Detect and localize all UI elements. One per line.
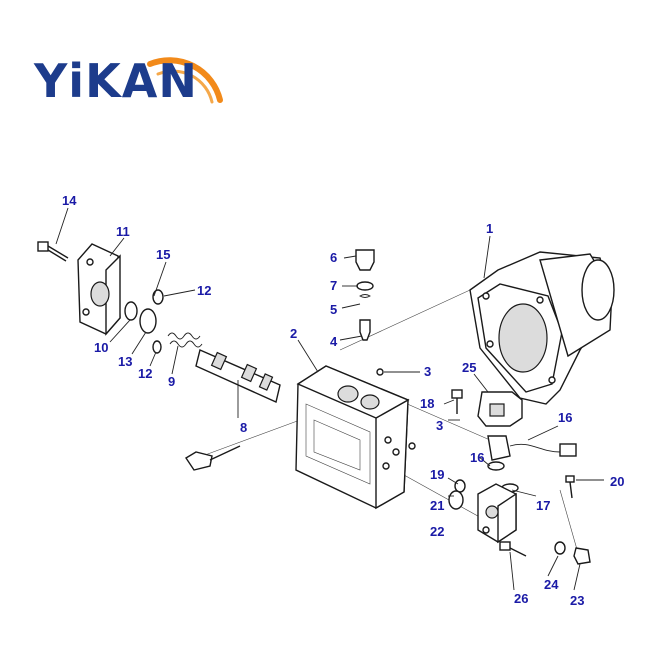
label-24: 24 [544,577,559,592]
leader-lines [55,207,604,591]
label-17: 17 [536,498,550,513]
label-16a: 16 [558,410,572,425]
label-16b: 16 [470,450,484,465]
label-2: 2 [290,326,297,341]
label-18: 18 [420,396,434,411]
label-9: 9 [168,374,175,389]
part-8-spool [185,349,281,471]
label-14: 14 [62,193,77,208]
label-5: 5 [330,302,337,317]
part-18-screw [451,389,463,414]
label-4: 4 [330,334,338,349]
label-21: 21 [430,498,444,513]
label-8: 8 [240,420,247,435]
label-12a: 12 [197,283,211,298]
label-19: 19 [430,467,444,482]
parts-plug-stack [355,249,375,341]
label-13: 13 [118,354,132,369]
part-9-spring [167,332,203,348]
part-26-bolt [499,541,527,557]
yikan-logo [30,22,240,122]
label-25: 25 [462,360,476,375]
part-25-solenoid [477,391,523,427]
label-12b: 12 [138,366,152,381]
logo-arc-icon [147,57,223,104]
label-26: 26 [514,591,528,606]
parts-24-23 [554,541,591,565]
label-20: 20 [610,474,624,489]
part-valve-block [477,483,517,544]
part-11-cover-plate [77,243,121,336]
label-11: 11 [116,224,130,239]
label-23: 23 [570,593,584,608]
label-1: 1 [486,221,493,236]
label-6: 6 [330,250,337,265]
part-20-screw [565,475,575,499]
label-15: 15 [156,247,170,262]
label-10: 10 [94,340,108,355]
part-2-valve-body [295,365,416,510]
parts-rings-left [124,289,164,354]
part-16-connector [487,435,577,471]
logo-text: YiKAN [34,54,198,108]
part-1-motor-housing [469,251,615,405]
part-number-labels: 1 2 3 3 4 5 6 7 8 9 10 11 12 12 13 14 15… [62,193,624,608]
label-3a: 3 [424,364,431,379]
label-22: 22 [430,524,444,539]
label-7: 7 [330,278,337,293]
label-3b: 3 [436,418,443,433]
part-14-bolt [37,241,69,262]
